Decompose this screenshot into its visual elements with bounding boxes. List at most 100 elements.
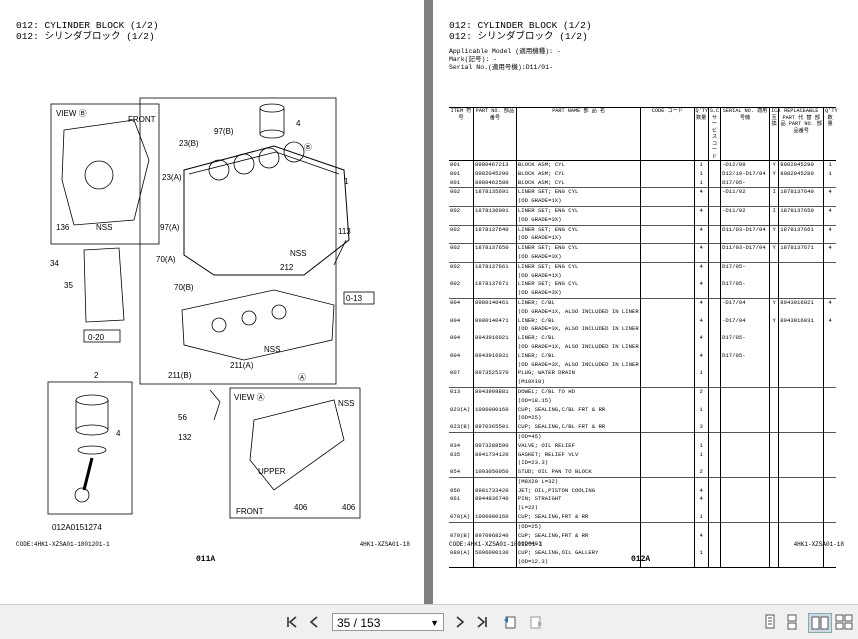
cell-ica	[769, 378, 779, 388]
cell-code	[640, 280, 695, 290]
cell-qty	[693, 271, 709, 281]
cell-rqty	[823, 369, 836, 379]
svg-text:34: 34	[50, 259, 59, 268]
cell-serial: D17/05-	[720, 280, 770, 290]
col-part-name: PART NAME 部 品 名	[515, 107, 641, 161]
prev-page-icon[interactable]	[306, 613, 322, 631]
cell-rpart	[778, 396, 824, 406]
cell-name: LINER; C/BL	[515, 334, 641, 343]
two-page-icon[interactable]	[808, 613, 832, 633]
cell-serial	[720, 521, 770, 532]
cell-serial	[720, 325, 770, 335]
svg-text:113: 113	[338, 227, 351, 236]
cell-code	[640, 297, 695, 308]
cell-part: 1878137640	[473, 224, 517, 235]
cell-item	[449, 197, 474, 206]
cell-qty	[693, 197, 709, 207]
cell-item: 054	[450, 468, 461, 476]
cell-item: 007	[450, 369, 461, 377]
cell-sc	[707, 351, 721, 361]
cell-code	[640, 224, 695, 235]
cell-sc	[707, 486, 721, 496]
continuous-icon[interactable]	[784, 613, 800, 631]
cell-code	[640, 513, 695, 523]
cell-code	[640, 342, 695, 352]
cell-part	[473, 234, 517, 244]
cell-code	[640, 316, 695, 326]
parts-table: ITEM 符号 PART NO. 部品番号 PART NAME 部 品 名 CO…	[449, 107, 838, 568]
table-row: (OD GRADE=1X)	[449, 234, 836, 244]
cell-name: PIN; STRAIGHT	[515, 495, 641, 505]
cell-qty: 2	[693, 386, 709, 397]
cell-ica	[769, 369, 779, 379]
cell-code	[640, 159, 695, 170]
cell-name: (OD=45)	[515, 431, 641, 442]
cell-code	[640, 169, 695, 179]
cell-sc	[707, 234, 721, 244]
cell-qty: 4	[693, 205, 709, 216]
cell-code	[640, 378, 695, 388]
svg-text:Ⓐ: Ⓐ	[298, 373, 306, 382]
single-page-icon[interactable]	[762, 613, 778, 631]
two-page-continuous-icon[interactable]	[834, 613, 854, 631]
svg-text:212: 212	[280, 263, 294, 272]
cell-code	[640, 414, 695, 424]
cell-item: 004	[449, 297, 474, 308]
last-page-icon[interactable]	[474, 613, 490, 631]
svg-text:NSS: NSS	[96, 223, 112, 232]
code-right: 4HK1-XZSA01-18	[793, 541, 844, 548]
page-title: 012: CYLINDER BLOCK (1/2) 012: シリンダブロック …	[449, 20, 592, 42]
cell-sc	[707, 531, 721, 541]
cell-item	[449, 504, 474, 513]
cell-qty	[693, 476, 709, 487]
page-number-input[interactable]: 35 / 153▼	[332, 613, 444, 631]
cell-sc	[707, 316, 721, 326]
cell-sc	[707, 476, 721, 487]
cell-rpart	[778, 378, 824, 388]
cell-rpart	[778, 495, 824, 505]
cell-rqty	[823, 414, 836, 424]
cell-qty: 4	[693, 495, 709, 505]
cell-sc	[707, 197, 721, 207]
cell-sc	[707, 307, 721, 317]
first-page-icon[interactable]	[284, 613, 300, 631]
cell-qty	[693, 252, 709, 263]
cell-serial	[720, 531, 770, 541]
cell-serial	[720, 396, 770, 406]
cell-sc	[707, 159, 721, 170]
cell-rpart	[778, 386, 824, 397]
cell-sc	[707, 378, 721, 388]
cell-ica	[769, 386, 779, 397]
cell-qty	[693, 521, 709, 532]
next-page-icon[interactable]	[452, 613, 468, 631]
cell-sc	[707, 215, 721, 226]
cell-sc	[707, 369, 721, 379]
right-page: 012: CYLINDER BLOCK (1/2) 012: シリンダブロック …	[433, 0, 858, 604]
cell-rqty	[823, 280, 836, 290]
rotate-right-icon[interactable]	[526, 613, 544, 631]
cell-item	[449, 558, 474, 568]
cell-rpart	[778, 271, 824, 281]
cell-qty: 4	[693, 187, 709, 198]
cell-rqty	[823, 521, 836, 532]
cell-ica	[769, 504, 779, 514]
cell-rpart	[778, 289, 824, 299]
cell-sc	[707, 558, 721, 568]
cell-ica	[769, 513, 779, 523]
rotate-left-icon[interactable]	[502, 613, 520, 631]
cell-sc	[707, 423, 721, 433]
cell-name: BLOCK ASM; CYL	[515, 169, 641, 179]
cell-rqty	[823, 252, 836, 263]
cell-ica	[769, 468, 779, 478]
cell-serial	[720, 414, 770, 424]
cell-name: (OD GRADE=3X)	[515, 215, 641, 226]
cell-rpart: 8943916031	[778, 316, 824, 326]
cell-ica	[769, 342, 779, 352]
svg-text:70(B): 70(B)	[174, 283, 194, 292]
cell-part: 8980462580	[473, 178, 517, 188]
cell-name: (M8X20 L=32)	[515, 476, 641, 487]
